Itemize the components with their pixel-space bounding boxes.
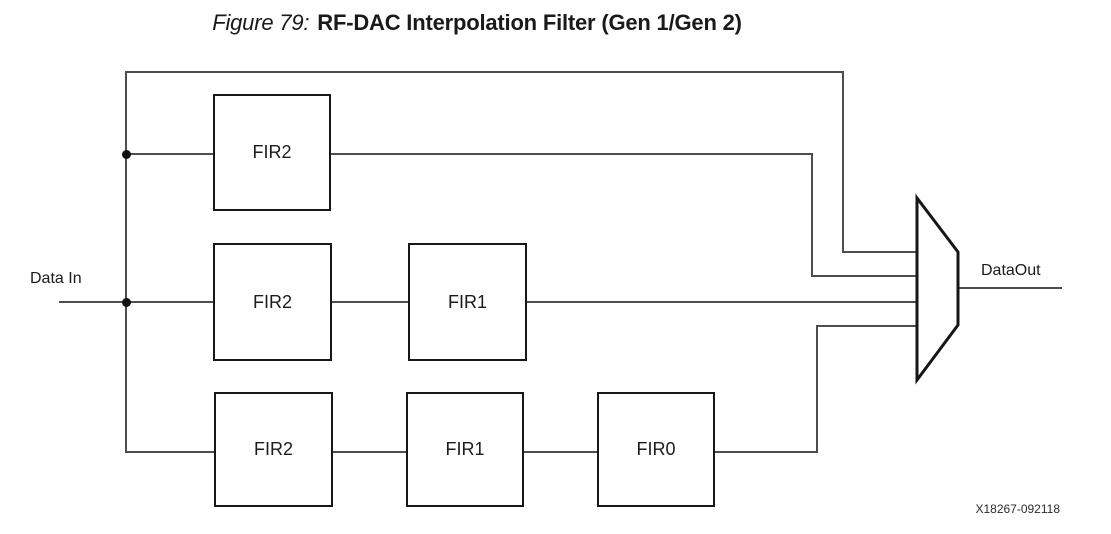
wire-bypass-to-mux [842, 251, 919, 253]
wire-path1-in [125, 153, 215, 155]
junction-dot-top [122, 150, 131, 159]
wire-bypass-top [125, 71, 844, 73]
data-out-label: DataOut [981, 262, 1041, 279]
fir-block-label: FIR1 [447, 291, 487, 312]
fir-block-path2-fir2: FIR2 [213, 243, 332, 361]
fir-block-label: FIR2 [253, 439, 293, 459]
wire-path3-in [125, 451, 215, 453]
junction-dot-middle [122, 298, 131, 307]
figure-number: Figure 79: [212, 10, 310, 35]
data-in-label: Data In [30, 270, 82, 287]
wire-data-in [59, 301, 215, 303]
wire-path1-down [811, 153, 813, 277]
wire-path1-to-mux [811, 275, 919, 277]
wire-path2-mid [331, 301, 409, 303]
wire-path3-out [714, 451, 818, 453]
fir-block-label: FIR0 [636, 439, 676, 459]
wire-bypass-down [842, 71, 844, 253]
wire-path3-to-mux [816, 325, 919, 327]
wire-path3-mid2 [523, 451, 598, 453]
wire-path1-out [330, 153, 813, 155]
fir-block-path3-fir1: FIR1 [406, 392, 524, 507]
fir-block-label: FIR1 [445, 439, 485, 459]
wire-data-out [957, 287, 1062, 289]
fir-block-label: FIR2 [252, 142, 292, 162]
fir-block-label: FIR2 [252, 291, 292, 312]
wire-input-trunk [125, 71, 127, 453]
mux-shape [915, 193, 960, 385]
figure-title: RF-DAC Interpolation Filter (Gen 1/Gen 2… [317, 10, 742, 35]
fir-block-path3-fir2: FIR2 [214, 392, 333, 507]
wire-path3-mid1 [332, 451, 407, 453]
fir-block-path2-fir1: FIR1 [408, 243, 527, 361]
wire-path3-up [816, 325, 818, 453]
fir-block-path1-fir2: FIR2 [213, 94, 331, 211]
figure-caption: Figure 79: RF-DAC Interpolation Filter (G… [0, 10, 954, 36]
fir-block-path3-fir0: FIR0 [597, 392, 715, 507]
wire-path2-to-mux [526, 301, 919, 303]
image-id-label: X18267-092118 [975, 502, 1060, 516]
